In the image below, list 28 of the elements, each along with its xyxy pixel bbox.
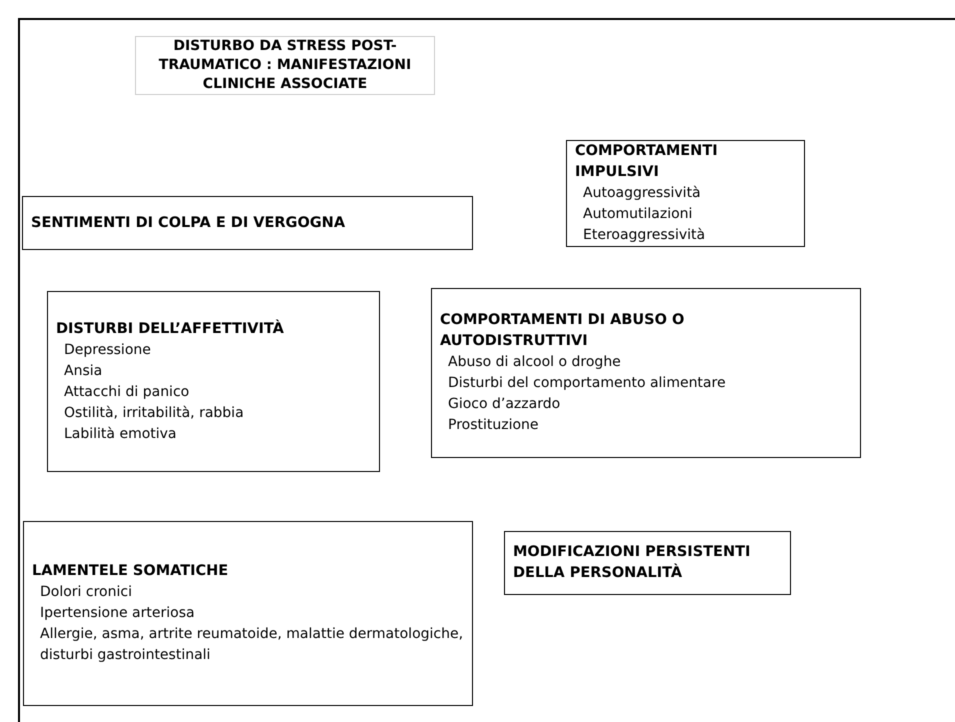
text-box <box>22 196 473 250</box>
box-heading: MODIFICAZIONI PERSISTENTI DELLA PERSONALITÀ <box>513 543 752 583</box>
list-item: Gioco d’azzardo <box>447 395 562 414</box>
box-heading: LAMENTELE SOMATICHE <box>32 562 230 581</box>
text-box <box>504 531 791 595</box>
list-item: Allergie, asma, artrite reumatoide, malattie dermatologiche, disturbi gastrointestinali <box>39 625 464 665</box>
list-item: Disturbi del comportamento alimentare <box>447 374 727 393</box>
list-item: Ansia <box>63 362 104 380</box>
box-heading: COMPORTAMENTI IMPULSIVI <box>575 142 719 182</box>
box-heading: DISTURBI DELL’AFFETTIVITÀ <box>56 318 285 338</box>
list-item: Prostituzione <box>447 416 540 435</box>
list-item: Dolori cronici <box>39 583 133 602</box>
box-heading: SENTIMENTI DI COLPA E DI VERGOGNA <box>31 214 346 232</box>
list-item: Attacchi di panico <box>63 382 190 402</box>
text-box <box>431 288 861 458</box>
title: DISTURBO DA STRESS POST-TRAUMATICO : MANIFESTAZIONI CLINICHE ASSOCIATE <box>135 36 435 95</box>
text-box <box>47 291 380 472</box>
list-item: Abuso di alcool o droghe <box>447 353 622 372</box>
list-item: Ostilità, irritabilità, rabbia <box>63 404 245 422</box>
list-item: Eteroaggressività <box>582 226 706 245</box>
list-item: Ipertensione arteriosa <box>39 604 196 623</box>
text-box <box>566 140 805 247</box>
text-box <box>23 521 473 706</box>
list-item: Automutilazioni <box>582 205 694 224</box>
list-item: Labilità emotiva <box>63 424 178 444</box>
box-heading: COMPORTAMENTI DI ABUSO O AUTODISTRUTTIVI <box>440 311 686 351</box>
list-item: Autoaggressività <box>582 184 702 203</box>
list-item: Depressione <box>63 340 152 360</box>
